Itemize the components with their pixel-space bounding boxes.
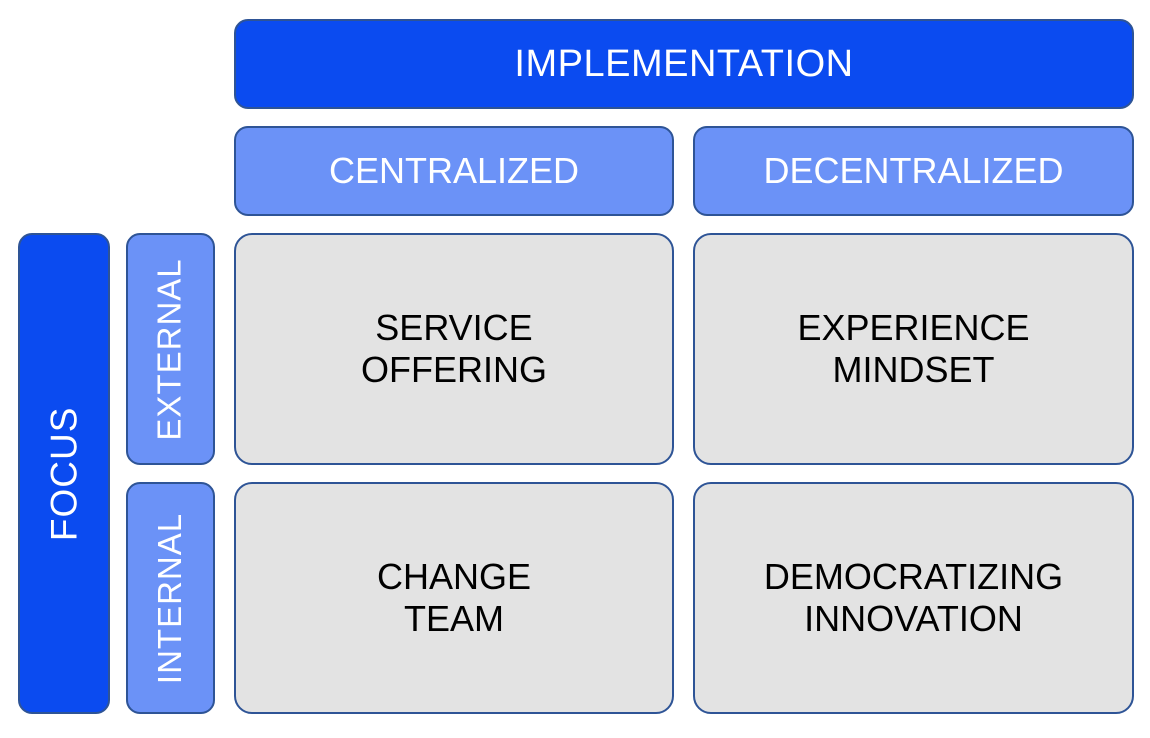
row-header-external-label: EXTERNAL (151, 257, 189, 441)
matrix-cell-line-1: SERVICE (375, 306, 533, 348)
column-header-centralized: CENTRALIZED (234, 126, 674, 216)
matrix-cell-line-2: INNOVATION (804, 598, 1023, 639)
matrix-cell-service-offering: SERVICE OFFERING (234, 233, 674, 465)
matrix-cell-text: DEMOCRATIZING INNOVATION (754, 556, 1073, 641)
axis-label-focus-text: FOCUS (43, 406, 85, 541)
matrix-cell-line-2: OFFERING (361, 349, 547, 390)
matrix-cell-change-team: CHANGE TEAM (234, 482, 674, 714)
matrix-cell-text: EXPERIENCE MINDSET (787, 307, 1039, 392)
row-header-internal: INTERNAL (126, 482, 215, 714)
matrix-cell-experience-mindset: EXPERIENCE MINDSET (693, 233, 1134, 465)
matrix-title-label: IMPLEMENTATION (514, 42, 854, 85)
matrix-cell-democratizing-innovation: DEMOCRATIZING INNOVATION (693, 482, 1134, 714)
matrix-cell-line-2: TEAM (403, 598, 504, 639)
column-header-centralized-label: CENTRALIZED (328, 149, 580, 191)
column-header-decentralized: DECENTRALIZED (693, 126, 1134, 216)
matrix-cell-line-1: EXPERIENCE (797, 306, 1030, 348)
axis-label-focus: FOCUS (18, 233, 110, 714)
matrix-cell-text: SERVICE OFFERING (351, 307, 557, 392)
row-header-external: EXTERNAL (126, 233, 215, 465)
column-header-decentralized-label: DECENTRALIZED (763, 149, 1064, 191)
row-header-internal-label: INTERNAL (151, 512, 189, 684)
matrix-cell-line-1: CHANGE (376, 555, 532, 597)
matrix-title-implementation: IMPLEMENTATION (234, 19, 1134, 109)
matrix-cell-text: CHANGE TEAM (367, 556, 541, 641)
matrix-cell-line-1: DEMOCRATIZING (763, 555, 1064, 597)
matrix-cell-line-2: MINDSET (832, 349, 995, 390)
